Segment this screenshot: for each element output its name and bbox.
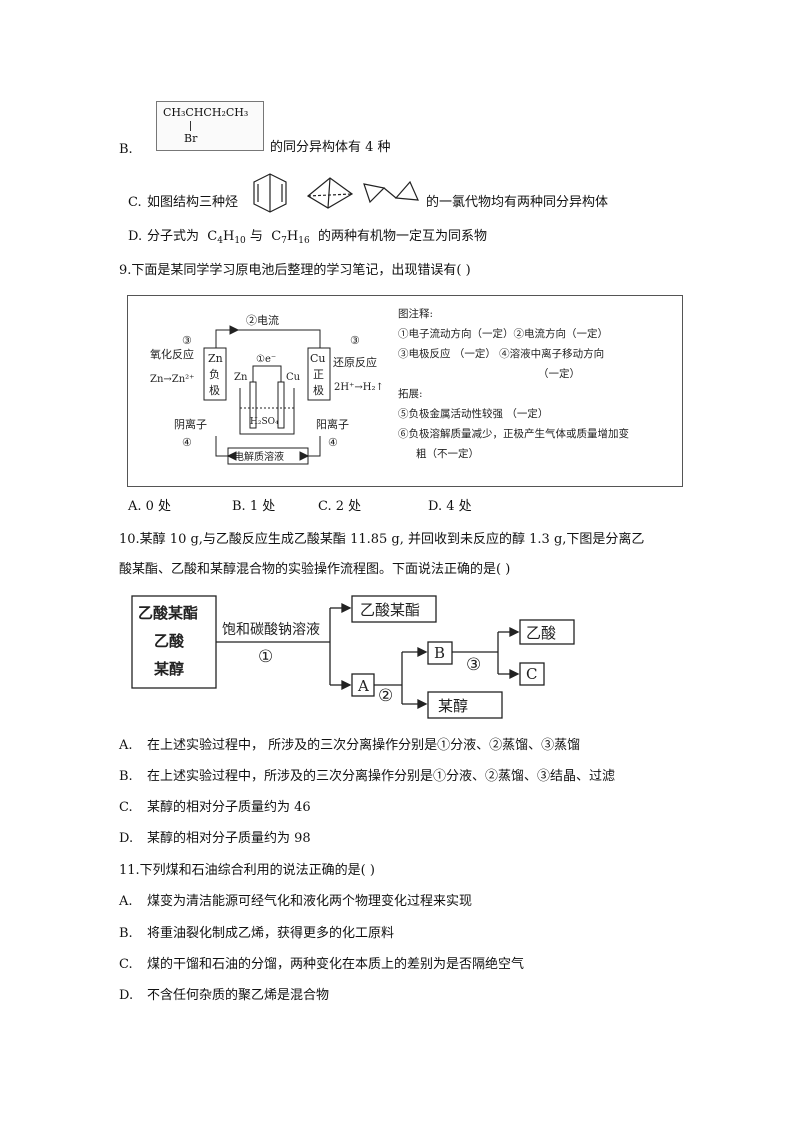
option-b-label: B. [119, 926, 133, 941]
acid-product: 乙酸 [526, 624, 556, 642]
right-eq: 2H⁺→H₂↑ [334, 382, 384, 393]
option-b-text: 在上述实验过程中，所涉及的三次分离操作分别是①分液、②蒸馏、③结晶、过滤 [147, 769, 616, 784]
option-text-after: 的一氯代物均有两种同分异构体 [426, 195, 609, 210]
mix-ester: 乙酸某酯 [138, 604, 198, 622]
hydrocarbon-structures-image [253, 173, 419, 213]
electrolyte-label: 电解质溶液 [234, 450, 284, 463]
q10-stem-line-2: 酸某酯、乙酸和某醇混合物的实验操作流程图。下面说法正确的是( ) [119, 562, 511, 577]
option-c-text: 煤的干馏和石油的分馏，两种变化在本质上的差别为是否隔绝空气 [147, 957, 525, 972]
anion-label: 阴离子 [174, 417, 207, 431]
option-d-label: D. [119, 988, 134, 1003]
right-num: ③ [350, 334, 360, 347]
cu-small: Cu [286, 372, 301, 383]
q10-stem-line-1: 10.某醇 10 g,与乙酸反应生成乙酸某酯 11.85 g, 并回收到未反应的… [119, 532, 645, 547]
option-label: C. [128, 195, 142, 210]
option-c-label: C. [119, 800, 133, 815]
option-b-text: 将重油裂化制成乙烯，获得更多的化工原料 [147, 926, 395, 941]
left-reaction: 氧化反应 [150, 347, 194, 361]
option-c-text: 某醇的相对分子质量约为 46 [147, 800, 311, 815]
alcohol-product: 某醇 [438, 697, 468, 715]
box-a: A [357, 677, 369, 695]
step-2: ② [378, 686, 393, 706]
separation-flowchart: 乙酸某酯 乙酸 某醇 饱和碳酸钠溶液 ① 乙酸某酯 A ② B ③ 乙酸 C 某… [131, 595, 575, 719]
right-reaction: 还原反应 [333, 355, 377, 369]
option-a-text: 在上述实验过程中， 所涉及的三次分离操作分别是①分液、②蒸馏、③蒸馏 [147, 738, 581, 753]
zn-small: Zn [234, 372, 248, 383]
option-c-label: C. [119, 957, 133, 972]
q11-stem: 11.下列煤和石油综合利用的说法正确的是( ) [119, 863, 375, 878]
option-a-label: A. [119, 738, 133, 753]
reagent-label: 饱和碳酸钠溶液 [222, 622, 320, 638]
q9-battery-figure: ②电流 ③ 氧化反应 Zn→Zn²⁺ Zn 负 极 Cu 正 极 ①e⁻ Zn … [127, 295, 683, 487]
anion-num: ④ [182, 436, 192, 449]
galvanic-cell-diagram: ②电流 ③ 氧化反应 Zn→Zn²⁺ Zn 负 极 Cu 正 极 ①e⁻ Zn … [150, 313, 384, 465]
cu-pole: 极 [313, 383, 324, 397]
zn-label: Zn [208, 352, 223, 365]
option-label: D. [128, 229, 143, 244]
structure-formula: CH₃CHCH₂CH₃ [163, 106, 249, 119]
option-d-text: 某醇的相对分子质量约为 98 [147, 831, 311, 846]
option-text: 分子式为 C4H10 与 C7H16 的两种有机物一定互为同系物 [147, 229, 487, 246]
option-a-text: 煤变为清洁能源可经气化和液化两个物理变化过程来实现 [147, 894, 473, 909]
structure-box: CH₃CHCH₂CH₃ Br [156, 101, 264, 151]
cation-label: 阳离子 [316, 417, 349, 431]
option-b: B. 1 处 [232, 499, 276, 514]
option-b-label: B. [119, 769, 133, 784]
q9-stem: 9.下面是某同学学习原电池后整理的学习笔记，出现错误有( ) [119, 263, 471, 278]
option-label: B. [119, 142, 133, 157]
option-c: C. 2 处 [318, 499, 362, 514]
figure-notes: 图注释: ①电子流动方向（一定）②电流方向（一定） ③电极反应 （一定） ④溶液… [398, 304, 678, 464]
step-1: ① [258, 647, 273, 667]
ext-line-1: ⑤负极金属活动性较强 （一定） [398, 408, 549, 420]
option-d-text: 不含任何杂质的聚乙烯是混合物 [147, 988, 330, 1003]
zn-pole: 极 [209, 383, 220, 397]
option-d: D. 4 处 [428, 499, 472, 514]
notes-line-1: ①电子流动方向（一定）②电流方向（一定） [398, 328, 608, 340]
ester-product: 乙酸某酯 [360, 601, 420, 619]
option-text: 的同分异构体有 4 种 [270, 140, 391, 155]
step-3: ③ [466, 655, 481, 675]
ext-line-3: 粗（不一定） [416, 448, 479, 460]
notes-line-3: （一定） [538, 368, 580, 380]
option-a: A. 0 处 [128, 499, 172, 514]
structure-bond [190, 121, 191, 131]
option-d-label: D. [119, 831, 134, 846]
cu-pos: 正 [313, 368, 324, 381]
acid-label: H₂SO₄ [250, 417, 279, 427]
mix-acid: 乙酸 [154, 632, 185, 650]
electron-label: ①e⁻ [256, 354, 276, 365]
mix-alcohol: 某醇 [154, 660, 184, 678]
box-c: C [526, 665, 537, 683]
notes-title: 图注释: [398, 308, 434, 320]
ext-line-2: ⑥负极溶解质量减少，正极产生气体或质量增加变 [398, 428, 629, 440]
cation-num: ④ [328, 436, 338, 449]
box-b: B [434, 644, 445, 662]
left-eq: Zn→Zn²⁺ [150, 374, 194, 385]
left-num: ③ [182, 334, 192, 347]
structure-substituent: Br [184, 132, 198, 145]
current-label: ②电流 [246, 313, 279, 327]
option-text-before: 如图结构三种烃 [147, 195, 239, 210]
option-a-label: A. [119, 894, 133, 909]
zn-neg: 负 [209, 367, 220, 381]
cu-label: Cu [310, 352, 326, 365]
notes-line-2: ③电极反应 （一定） ④溶液中离子移动方向 [398, 348, 605, 360]
ext-title: 拓展: [398, 388, 423, 400]
